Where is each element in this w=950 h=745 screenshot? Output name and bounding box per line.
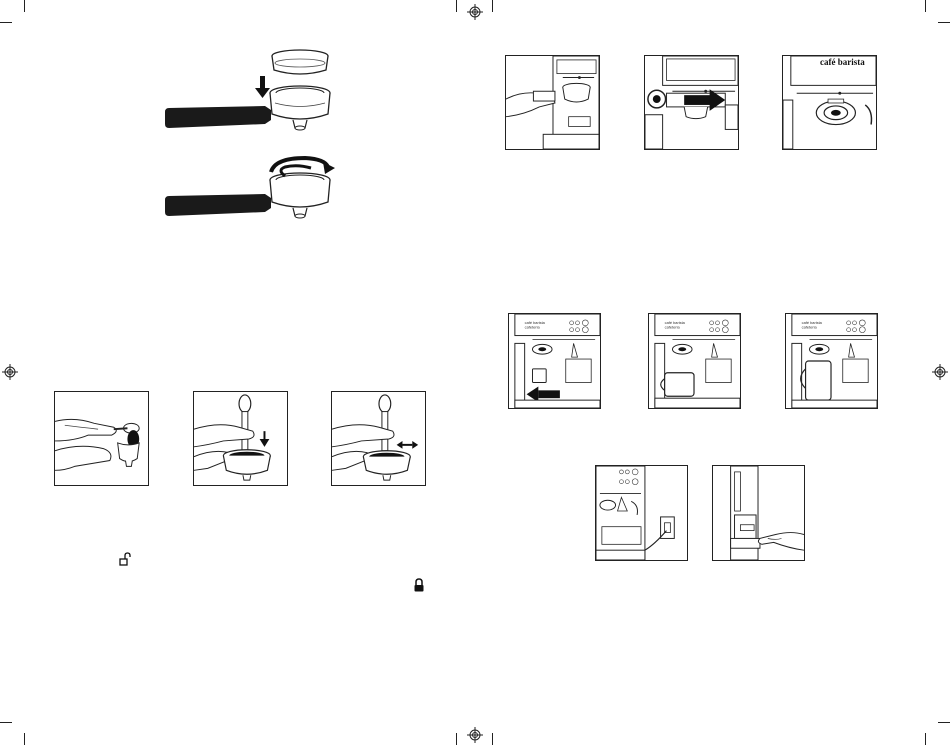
arrow-down-icon [260,431,270,447]
large-mug-under-spout-figure: café barista cafeteria [785,313,878,409]
tamp-coffee-level-figure [331,391,426,486]
small-cup-under-spout-figure: café barista cafeteria [508,313,601,409]
crop-mark [24,0,25,12]
insert-portafilter-into-machine-figure [505,55,600,150]
plug-into-wall-outlet-figure [595,465,688,561]
lock-icon [413,578,425,592]
scoop-coffee-into-filter-figure [54,391,149,486]
crop-mark [456,0,457,12]
arrow-down-icon [255,76,270,98]
brand-label: café barista [820,57,865,67]
svg-text:cafeteria: cafeteria [665,325,681,330]
registration-mark-icon [2,364,18,380]
crop-mark [456,733,457,745]
crop-mark [925,0,926,12]
double-arrow-icon [397,441,419,449]
medium-cup-under-spout-figure: café barista cafeteria [648,313,741,409]
registration-mark-icon [467,727,483,743]
unlock-icon [119,552,131,566]
crop-mark [0,22,12,23]
crop-mark [938,22,950,23]
slide-portafilter-right-figure [644,55,739,150]
crop-mark [492,0,493,12]
registration-mark-icon [467,4,483,20]
portafilter-lock-filter-figure [165,150,345,235]
crop-mark [0,722,12,723]
svg-text:cafeteria: cafeteria [802,325,818,330]
crop-mark [938,722,950,723]
registration-mark-icon [932,364,948,380]
remove-drip-tray-figure [712,465,805,561]
crop-mark [24,733,25,745]
crop-mark [492,733,493,745]
portafilter-insert-filter-figure [165,48,345,143]
portafilter-locked-in-place-figure [782,55,877,150]
svg-text:cafeteria: cafeteria [525,325,541,330]
crop-mark [925,733,926,745]
tamp-coffee-down-figure [193,391,288,486]
